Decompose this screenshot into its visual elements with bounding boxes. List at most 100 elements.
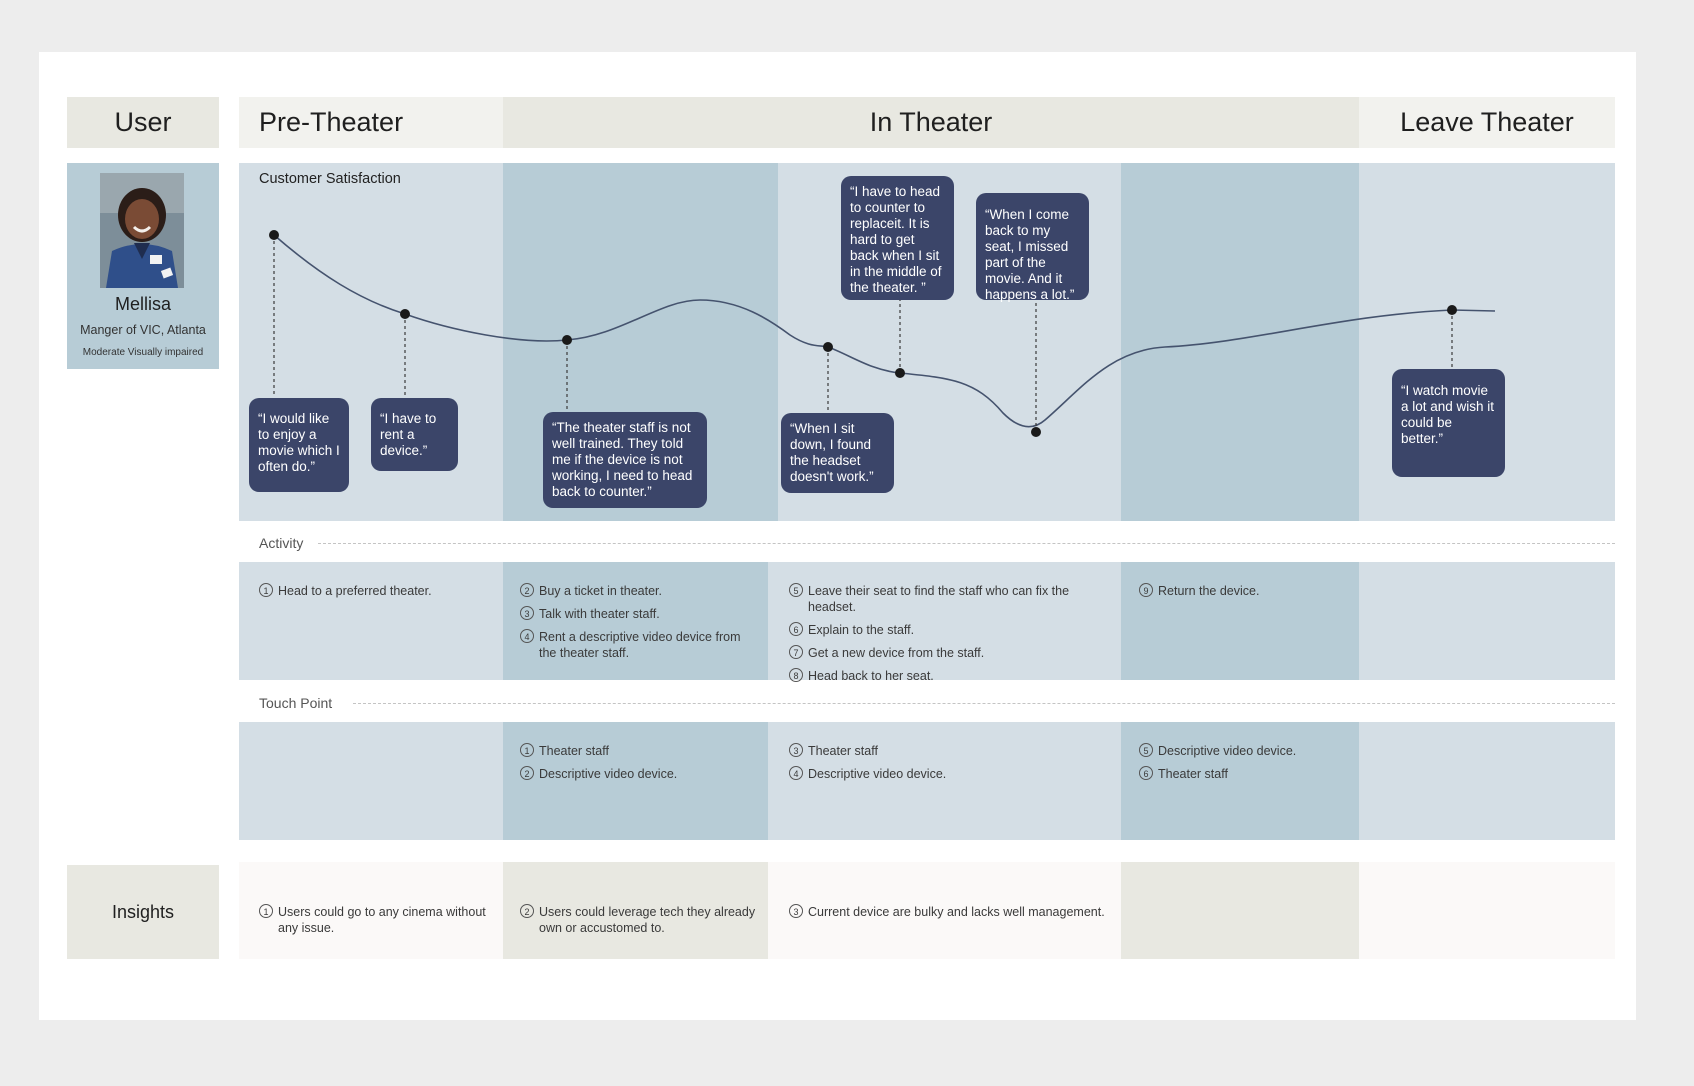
list-item: 6 Theater staff	[1139, 766, 1349, 782]
list-item-text: Explain to the staff.	[808, 623, 915, 637]
activity-list-1: 1 Head to a preferred theater.	[259, 583, 494, 606]
point-4	[823, 342, 833, 352]
quote-bubble-4: “When I sit down, I found the headset do…	[781, 413, 894, 493]
insights-band-2	[503, 862, 768, 959]
activity-divider	[318, 543, 1615, 544]
touchpoint-divider	[353, 703, 1615, 704]
list-item-text: Descriptive video device.	[539, 767, 678, 781]
quote-bubble-2: “I have to rent a device.”	[371, 398, 458, 471]
list-item: 5 Descriptive video device.	[1139, 743, 1349, 759]
pre-theater-header: Pre-Theater	[239, 97, 503, 148]
point-1	[269, 230, 279, 240]
persona-card: Mellisa Manger of VIC, Atlanta Moderate …	[67, 163, 219, 369]
step-number: 9	[1139, 583, 1153, 597]
insights-header: Insights	[67, 865, 219, 959]
step-number: 4	[789, 766, 803, 780]
touchpoint-band-5	[1359, 722, 1615, 840]
quote-bubble-6: “When I come back to my seat, I missed p…	[976, 193, 1089, 302]
list-item-text: Leave their seat to find the staff who c…	[808, 584, 1070, 614]
step-number: 4	[520, 629, 534, 643]
activity-list-4: 9 Return the device.	[1139, 583, 1349, 606]
user-header-label: User	[114, 107, 172, 137]
list-item: 7 Get a new device from the staff.	[789, 645, 1119, 661]
pre-theater-label: Pre-Theater	[259, 107, 404, 137]
list-item-text: Rent a descriptive video device from the…	[539, 630, 741, 660]
list-item: 3 Talk with theater staff.	[520, 606, 760, 622]
touchpoint-band-2	[503, 722, 768, 840]
activity-band-3	[768, 562, 1121, 680]
step-number: 2	[520, 766, 534, 780]
step-number: 5	[1139, 743, 1153, 757]
quote-bubble-7: “I watch movie a lot and wish it could b…	[1392, 369, 1505, 477]
list-item: 1 Users could go to any cinema without an…	[259, 904, 499, 936]
list-item-text: Theater staff	[1158, 767, 1228, 781]
list-item-text: Head to a preferred theater.	[278, 584, 432, 598]
step-number: 8	[789, 668, 803, 682]
list-item: 8 Head back to her seat.	[789, 668, 1119, 684]
list-item: 6 Explain to the staff.	[789, 622, 1119, 638]
list-item: 1 Head to a preferred theater.	[259, 583, 494, 599]
step-number: 6	[1139, 766, 1153, 780]
step-number: 7	[789, 645, 803, 659]
list-item-text: Head back to her seat.	[808, 669, 934, 683]
avatar	[100, 173, 184, 288]
activity-label: Activity	[259, 535, 314, 551]
list-item-text: Return the device.	[1158, 584, 1260, 598]
step-number: 3	[520, 606, 534, 620]
list-item-text: Theater staff	[808, 744, 878, 758]
insights-list-1: 1 Users could go to any cinema without an…	[259, 904, 499, 943]
list-item: 4 Rent a descriptive video device from th…	[520, 629, 760, 661]
step-number: 3	[789, 743, 803, 757]
persona-role: Manger of VIC, Atlanta	[80, 323, 206, 337]
user-header: User	[67, 97, 219, 148]
step-number: 1	[520, 743, 534, 757]
step-number: 1	[259, 904, 273, 918]
in-theater-header: In Theater	[503, 97, 1359, 148]
leave-theater-label: Leave Theater	[1400, 107, 1574, 137]
list-item-text: Talk with theater staff.	[539, 607, 660, 621]
point-7	[1447, 305, 1457, 315]
step-number: 6	[789, 622, 803, 636]
touchpoint-band-4	[1121, 722, 1359, 840]
list-item-text: Buy a ticket in theater.	[539, 584, 662, 598]
step-number: 1	[259, 583, 273, 597]
touchpoint-list-3: 3 Theater staff 4 Descriptive video device.	[789, 743, 1109, 789]
touchpoint-label: Touch Point	[259, 695, 343, 711]
point-6	[1031, 427, 1041, 437]
list-item-text: Get a new device from the staff.	[808, 646, 985, 660]
insights-label: Insights	[111, 901, 175, 922]
list-item-text: Users could leverage tech they already o…	[539, 905, 756, 935]
list-item: 3 Theater staff	[789, 743, 1109, 759]
activity-list-3: 5 Leave their seat to find the staff who …	[789, 583, 1119, 691]
point-2	[400, 309, 410, 319]
satisfaction-label: Customer Satisfaction	[259, 171, 401, 187]
quote-bubble-5: “I have to head to counter to replaceit.…	[841, 176, 954, 300]
insights-list-3: 3 Current device are bulky and lacks well…	[789, 904, 1114, 927]
leave-theater-header: Leave Theater	[1359, 97, 1615, 148]
insights-band-4	[1121, 862, 1359, 959]
insights-band-5	[1359, 862, 1615, 959]
list-item-text: Descriptive video device.	[1158, 744, 1297, 758]
list-item: 1 Theater staff	[520, 743, 760, 759]
list-item-text: Descriptive video device.	[808, 767, 947, 781]
step-number: 5	[789, 583, 803, 597]
list-item-text: Users could go to any cinema without any…	[278, 905, 486, 935]
list-item-text: Current device are bulky and lacks well …	[808, 905, 1105, 919]
insights-band-1	[239, 862, 503, 959]
quote-bubble-3: “The theater staff is not well trained. …	[543, 412, 707, 508]
list-item: 3 Current device are bulky and lacks well…	[789, 904, 1114, 920]
step-number: 3	[789, 904, 803, 918]
list-item-text: Theater staff	[539, 744, 609, 758]
touchpoint-list-2: 1 Theater staff 2 Descriptive video device.	[520, 743, 760, 789]
list-item: 2 Descriptive video device.	[520, 766, 760, 782]
insights-band-3	[768, 862, 1121, 959]
point-5	[895, 368, 905, 378]
persona-name: Mellisa	[114, 294, 171, 314]
activity-band-4	[1121, 562, 1359, 680]
activity-band-5	[1359, 562, 1615, 680]
in-theater-label: In Theater	[869, 107, 993, 137]
activity-band-1	[239, 562, 503, 680]
